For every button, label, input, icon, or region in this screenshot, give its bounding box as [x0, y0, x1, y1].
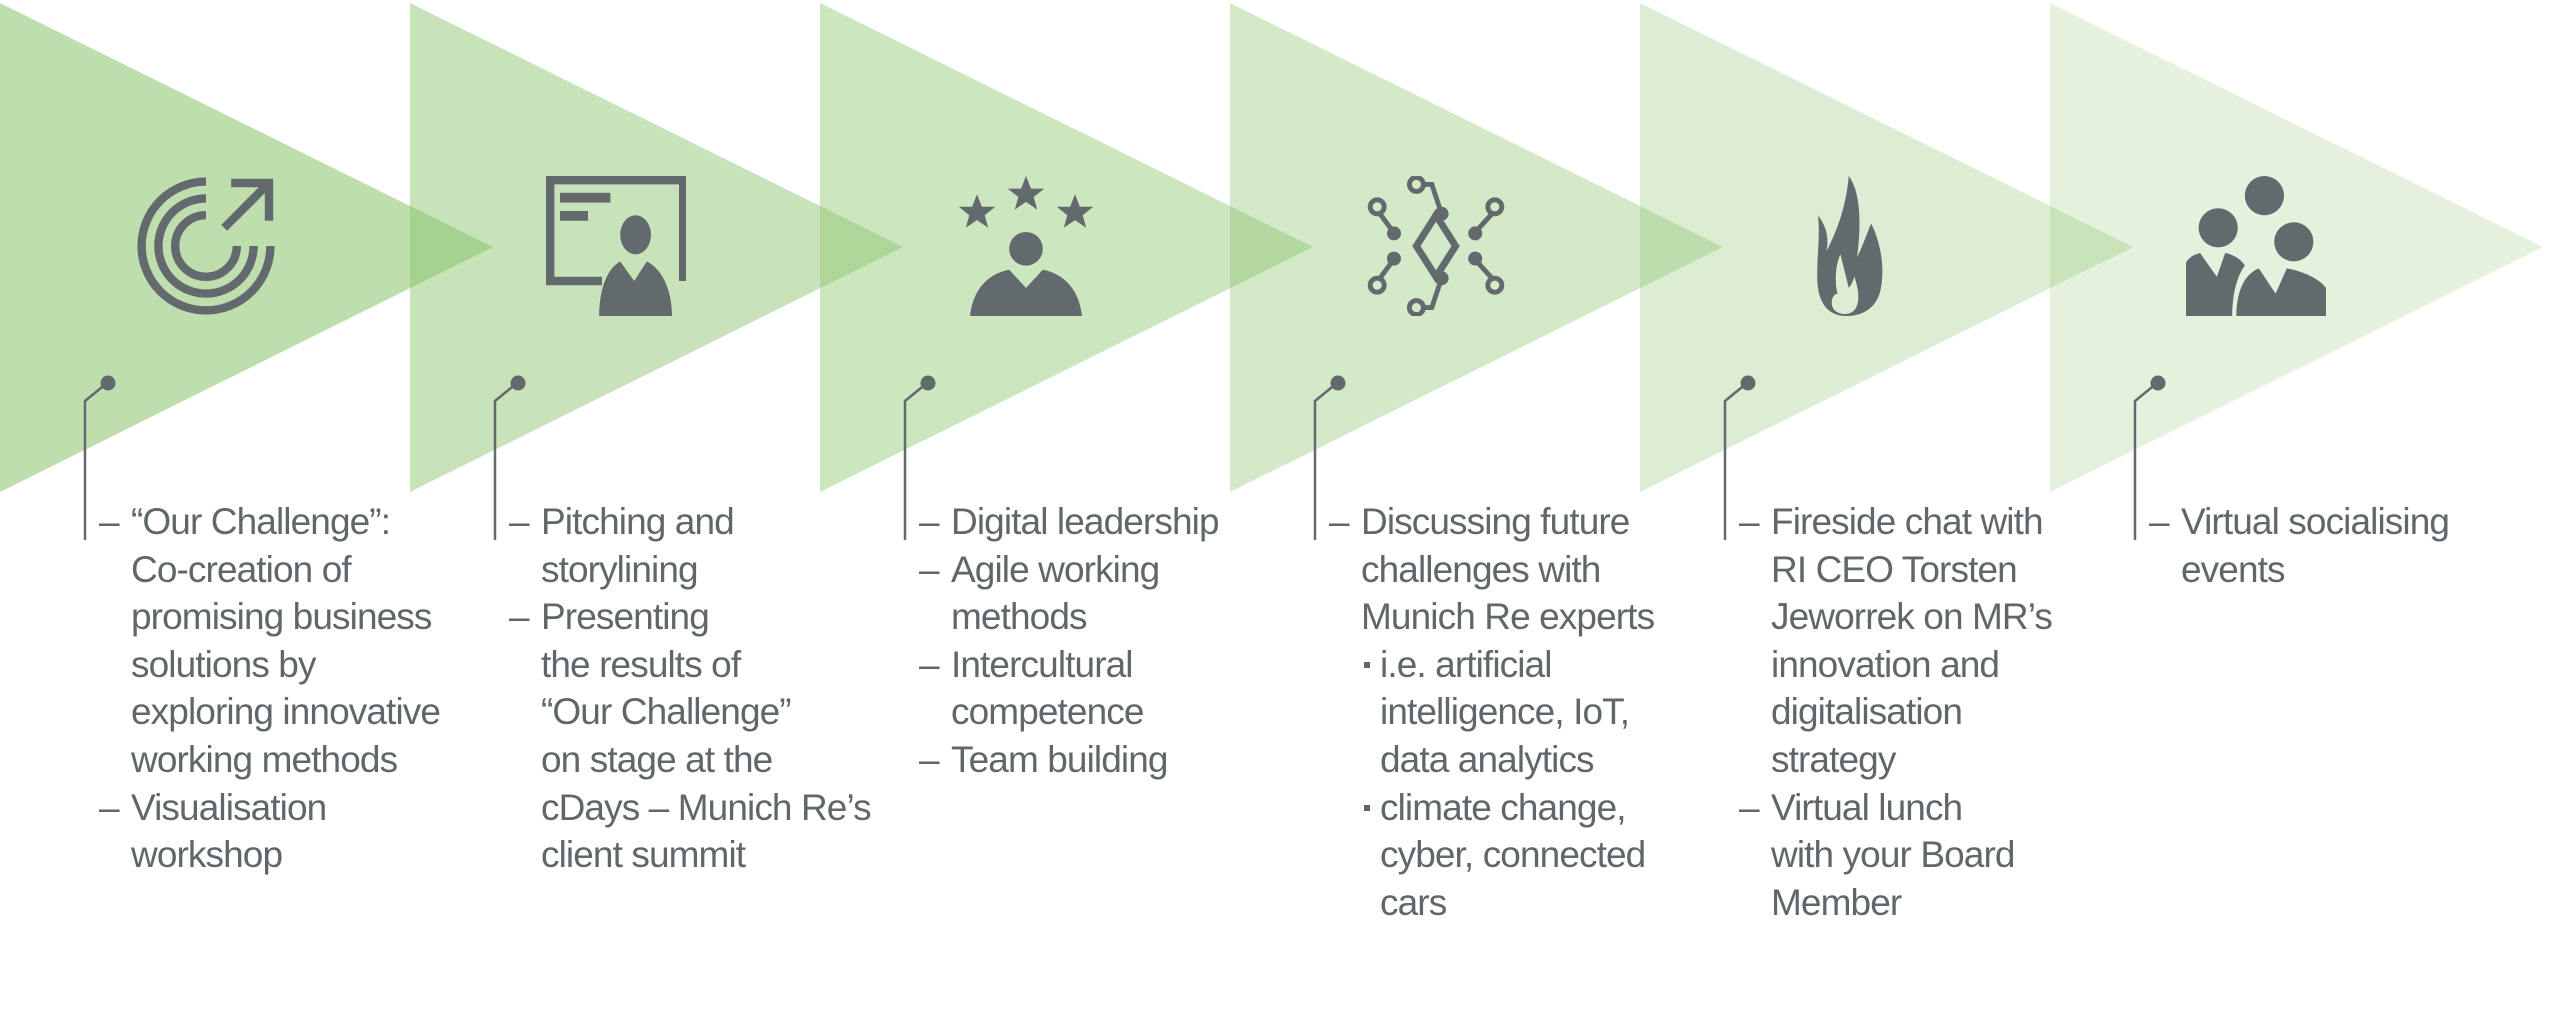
dash-marker: –	[1739, 501, 1760, 542]
item-text: RI CEO Torsten	[1771, 548, 2018, 590]
item-text: exploring innovative	[131, 691, 441, 733]
item-text: Presenting	[541, 596, 710, 638]
item-text: working methods	[131, 738, 398, 780]
dash-marker: –	[1739, 786, 1760, 828]
presenter-board-icon	[546, 176, 686, 316]
item-text: workshop	[131, 834, 283, 876]
item-text: “Our Challenge”	[541, 691, 792, 733]
dash-marker: –	[1329, 501, 1350, 542]
dash-marker: –	[919, 501, 940, 542]
item-text: competence	[951, 691, 1144, 733]
item-text: Co-creation of	[131, 548, 352, 590]
item-text: solutions by	[131, 643, 316, 685]
connector-pin	[1723, 375, 1756, 540]
item-text: innovation and	[1771, 643, 2000, 685]
item-text: storylining	[541, 548, 699, 590]
connector-pin	[493, 375, 526, 540]
chevron-triangle-3	[820, 3, 1313, 492]
item-text: Member	[1771, 881, 1902, 923]
dash-marker: –	[919, 643, 940, 685]
dash-marker: –	[99, 501, 120, 542]
chevron-triangle-4	[1230, 3, 1723, 492]
dash-marker: –	[509, 596, 530, 638]
item-text: digitalisation	[1771, 691, 1963, 733]
dash-marker: –	[2149, 501, 2170, 542]
item-text: Team building	[951, 738, 1169, 780]
item-text: on stage at the	[541, 738, 773, 780]
group-people-icon	[2186, 176, 2326, 316]
item-text: Jeworrek on MR’s	[1771, 596, 2053, 638]
chevron-triangle-1	[0, 3, 493, 492]
item-text: Munich Re experts	[1361, 596, 1655, 638]
item-text: Digital leadership	[951, 501, 1220, 542]
square-bullet-icon	[1364, 661, 1370, 668]
item-text: Intercultural	[951, 643, 1134, 685]
item-text: strategy	[1771, 738, 1896, 780]
item-text: the results of	[541, 643, 741, 685]
item-text: promising business	[131, 596, 432, 638]
dash-marker: –	[919, 548, 940, 590]
person-stars-icon	[956, 176, 1096, 316]
connector-pin	[83, 375, 116, 540]
item-text: Discussing future	[1361, 501, 1630, 542]
item-text: intelligence, IoT,	[1380, 691, 1630, 733]
item-text: challenges with	[1361, 548, 1601, 590]
dash-marker: –	[99, 786, 120, 828]
chevron-triangle-2	[410, 3, 903, 492]
item-text: Virtual socialising	[2181, 501, 2450, 542]
flame-icon	[1776, 176, 1916, 316]
network-chip-icon	[1366, 176, 1506, 316]
chevron-triangle-5	[1640, 3, 2133, 492]
item-text: Pitching and	[541, 501, 735, 542]
item-text: Virtual lunch	[1771, 786, 1963, 828]
item-text: data analytics	[1380, 738, 1595, 780]
dash-marker: –	[509, 501, 530, 542]
square-bullet-icon	[1364, 804, 1370, 811]
item-text: cars	[1380, 881, 1447, 923]
item-text: climate change,	[1380, 786, 1627, 828]
item-text: events	[2181, 548, 2286, 590]
connector-pin	[2133, 375, 2166, 540]
item-text: cyber, connected	[1380, 834, 1646, 876]
item-text: with your Board	[1771, 834, 2015, 876]
item-text: i.e. artificial	[1380, 643, 1552, 685]
connector-pin	[903, 375, 936, 540]
connector-pin	[1313, 375, 1346, 540]
item-text: client summit	[541, 834, 746, 876]
item-text: Agile working	[951, 548, 1160, 590]
item-text: Visualisation	[131, 786, 327, 828]
item-text: Fireside chat with	[1771, 501, 2044, 542]
target-growth-icon	[136, 176, 276, 316]
item-text: methods	[951, 596, 1088, 638]
item-text: cDays – Munich Re’s	[541, 786, 872, 828]
item-text: “Our Challenge”:	[131, 501, 391, 542]
dash-marker: –	[919, 738, 940, 780]
